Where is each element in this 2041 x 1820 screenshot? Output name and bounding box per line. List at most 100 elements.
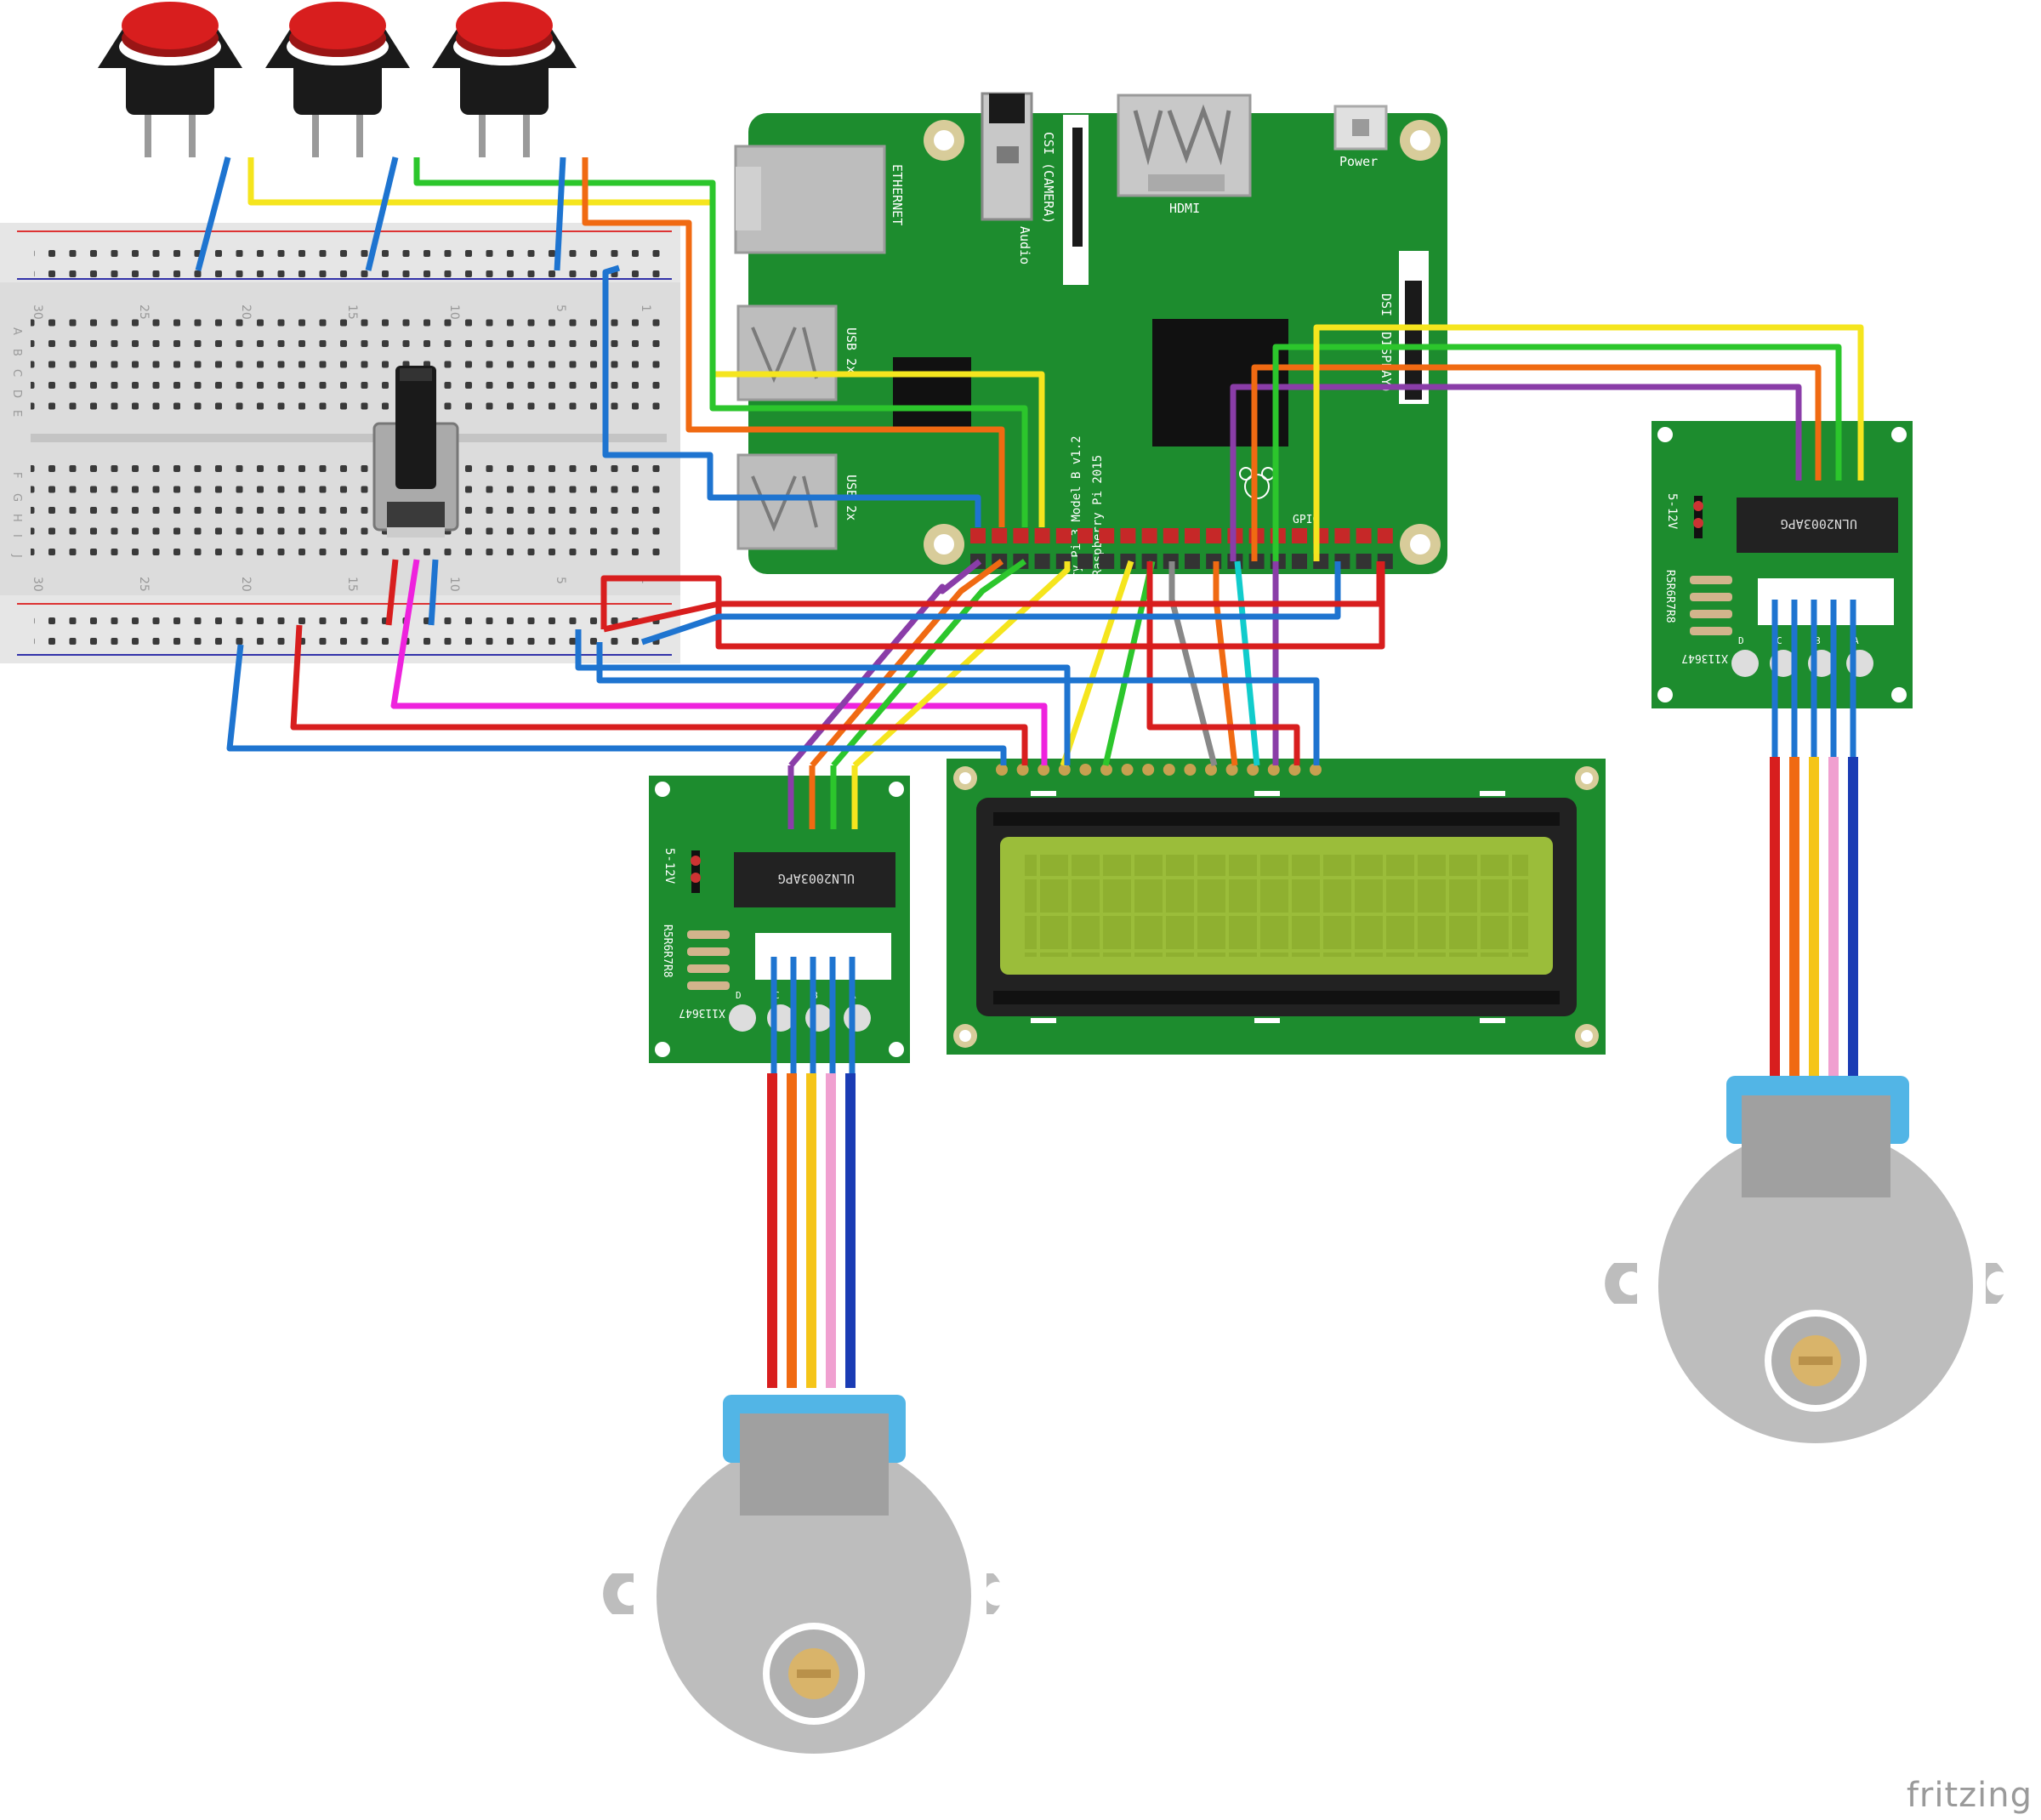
uln-chip-label-right: ULN2003APG xyxy=(1781,516,1857,532)
bb-row-b: B xyxy=(10,349,23,356)
button-leg xyxy=(312,115,319,157)
resistors-right xyxy=(1690,576,1732,635)
gpio-pin xyxy=(1034,554,1050,569)
usb-port-bottom xyxy=(736,453,838,550)
bb-col-25-top: 25 xyxy=(137,304,151,320)
model-label: Raspberry Pi 3 Model B v1.2 xyxy=(1070,435,1083,629)
gpio-pin xyxy=(1099,528,1115,543)
gpio-pin xyxy=(1292,554,1307,569)
gpio-pin xyxy=(1356,554,1372,569)
lcd-pin xyxy=(996,764,1008,776)
raspberry-pi-board: ETHERNET USB 2x USB 2x Audio CSI (CAMERA… xyxy=(734,92,1447,629)
lcd-pin xyxy=(1205,764,1217,776)
gpio-pin xyxy=(1034,528,1050,543)
resistor-label-left: R5R6R7R8 xyxy=(661,924,674,978)
breadboard: 30 25 20 15 10 5 1 30 25 20 15 10 5 1 A … xyxy=(0,223,680,663)
usb-lan-chip xyxy=(893,357,971,429)
gpio-pin xyxy=(1356,528,1372,543)
button-leg xyxy=(145,115,151,157)
button-cap xyxy=(122,2,219,49)
bb-col-1-top: 1 xyxy=(639,304,652,312)
lcd-pin xyxy=(1142,764,1155,776)
gpio-label: GPIO xyxy=(1293,514,1319,526)
gpio-pin xyxy=(992,528,1008,543)
gpio-pin xyxy=(1206,528,1222,543)
resistor-label-right: R5R6R7R8 xyxy=(1663,570,1676,623)
led-c-right: C xyxy=(1777,635,1782,646)
bb-col-30-top: 30 xyxy=(31,304,44,320)
lcd-pin xyxy=(1184,764,1197,776)
button-cap xyxy=(456,2,553,49)
push-button-1 xyxy=(98,2,242,157)
bb-row-c: C xyxy=(10,369,23,377)
bb-row-h: H xyxy=(10,514,23,522)
lcd-pin xyxy=(1310,764,1322,776)
bb-col-30-bottom: 30 xyxy=(31,577,44,592)
wires xyxy=(195,156,1864,1073)
button-body xyxy=(460,51,549,115)
lcd-pin xyxy=(1267,764,1280,776)
button-leg xyxy=(479,115,486,157)
fritzing-brand: fritzing xyxy=(1906,1776,2032,1815)
bb-row-a: A xyxy=(10,327,23,335)
gpio-pin xyxy=(1185,554,1200,569)
ethernet-label: ETHERNET xyxy=(890,164,905,225)
potentiometer xyxy=(372,366,459,537)
lcd-pin xyxy=(1038,764,1050,776)
gpio-pin xyxy=(1163,528,1179,543)
lcd-pin xyxy=(1288,764,1301,776)
gpio-pin xyxy=(1099,554,1115,569)
csi-label: CSI (CAMERA) xyxy=(1041,132,1056,224)
motor-cable-left xyxy=(767,1073,856,1388)
bb-col-15-top: 15 xyxy=(345,304,359,320)
dsi-label: DSI (DISPLAY) xyxy=(1379,293,1394,393)
bb-row-i: I xyxy=(10,534,23,537)
gpio-pin xyxy=(970,528,986,543)
copyright-label: © Raspberry Pi 2015 xyxy=(1091,455,1105,591)
lcd-display xyxy=(947,759,1606,1055)
lcd-pin xyxy=(1100,764,1112,776)
bb-col-20-bottom: 20 xyxy=(239,577,253,592)
stepper-motor-right xyxy=(1605,1076,2010,1443)
gpio-pin xyxy=(1141,528,1157,543)
gpio-pin xyxy=(1377,528,1393,543)
lcd-pin xyxy=(1225,764,1238,776)
voltage-label-right: 5-12V xyxy=(1665,493,1679,530)
gpio-pin xyxy=(1055,528,1072,543)
usb-port-top xyxy=(736,304,838,401)
bb-row-g: G xyxy=(10,493,23,502)
soc-chip xyxy=(1152,319,1288,446)
bb-col-10-top: 10 xyxy=(447,304,461,320)
hdmi-label: HDMI xyxy=(1169,201,1200,216)
gpio-pin xyxy=(1292,528,1307,543)
part-label-right: X113647 xyxy=(1681,651,1728,664)
button-leg xyxy=(356,115,363,157)
lcd-pin xyxy=(1121,764,1134,776)
bb-row-j: J xyxy=(10,554,23,558)
push-button-3 xyxy=(432,2,577,157)
push-button-2 xyxy=(265,2,410,157)
led-d-left: D xyxy=(736,990,742,1001)
led-b-right: B xyxy=(1815,635,1821,646)
bb-col-20-top: 20 xyxy=(239,304,253,320)
usb-top-label: USB 2x xyxy=(844,327,859,373)
lcd-pin xyxy=(1247,764,1259,776)
gpio-pin xyxy=(1077,554,1093,569)
audio-label: Audio xyxy=(1017,226,1032,264)
lcd-pin xyxy=(1079,764,1092,776)
button-leg xyxy=(523,115,530,157)
gpio-pin xyxy=(1077,528,1093,543)
bb-col-15-bottom: 15 xyxy=(345,577,359,592)
button-body xyxy=(126,51,214,115)
bb-col-10-bottom: 10 xyxy=(447,577,461,592)
lcd-pin xyxy=(1016,764,1029,776)
voltage-label-left: 5-12V xyxy=(662,848,676,884)
gpio-pin xyxy=(1013,528,1029,543)
button-cap xyxy=(289,2,386,49)
button-body xyxy=(293,51,382,115)
power-label: Power xyxy=(1339,154,1378,169)
gpio-pin xyxy=(1185,528,1200,543)
lcd-pin xyxy=(1163,764,1175,776)
driver-board-right: ULN2003APG 5-12V R5R6R7R8 X113647 A B C … xyxy=(1652,421,1913,708)
lcd-pin xyxy=(1058,764,1071,776)
